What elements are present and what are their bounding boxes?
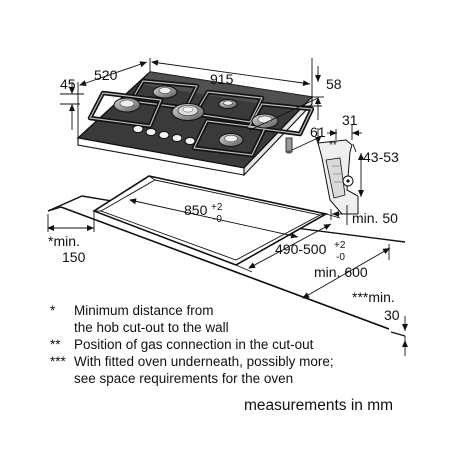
dim-cutout-depth-tol-minus: -0	[336, 252, 345, 263]
footnote-1-mark: *	[50, 303, 56, 318]
footnote-1-line-1: Minimum distance from	[74, 303, 214, 318]
footnote-2: ** Position of gas connection in the cut…	[30, 336, 430, 353]
hob-right-edge	[243, 95, 313, 177]
dim-connection-mark: **	[329, 140, 337, 151]
footnote-2-mark: **	[50, 337, 61, 352]
footnote-3-line-2: see space requirements for the oven	[74, 371, 294, 386]
gas-connector	[285, 137, 293, 154]
units-caption: measurements in mm	[244, 397, 394, 414]
footnote-1: * Minimum distance from the hob cut-out …	[30, 302, 430, 336]
control-knobs	[132, 125, 196, 145]
dim-cutout-width: 850	[184, 202, 208, 218]
dim-width: 915	[210, 71, 234, 87]
burner-center-wok-icon	[171, 102, 205, 122]
hob	[76, 71, 315, 177]
dim-min-rear: min. 50	[352, 210, 398, 226]
dim-worktop-range: 43-53	[363, 149, 399, 165]
footnote-3-mark: ***	[50, 354, 66, 369]
burner-front-right-icon	[218, 133, 244, 147]
dim-cutout-width-tol-minus: -0	[213, 214, 222, 225]
hob-dimension-lines	[60, 58, 324, 151]
dim-side-min-value: 150	[62, 249, 86, 265]
gas-connection-marker-icon	[342, 175, 354, 187]
dim-oven-min-value: 30	[384, 307, 400, 323]
burner-back-left-icon	[152, 85, 178, 99]
dim-oven-min-label: ***min.	[352, 289, 395, 305]
dim-cutout-depth: 490-500	[275, 241, 327, 257]
knob-1-icon	[132, 125, 144, 133]
burner-back-center-icon	[218, 99, 238, 109]
dim-min-depth: min. 600	[314, 264, 368, 280]
knob-3-icon	[158, 131, 170, 139]
knob-5-icon	[184, 137, 196, 145]
dim-height-right: 58	[326, 76, 342, 92]
burner-right-icon	[251, 113, 279, 129]
dim-gas-offset: 61	[310, 124, 326, 140]
dim-cutout-width-tol-plus: +2	[211, 202, 223, 213]
footnote-2-line-1: Position of gas connection in the cut-ou…	[74, 337, 314, 352]
dim-cutout-depth-tol-plus: +2	[334, 240, 346, 251]
dim-connection-height: 31	[342, 112, 358, 128]
dim-side-min-label: *min.	[48, 233, 80, 249]
footnote-1-line-2: the hob cut-out to the wall	[74, 320, 229, 335]
footnotes: * Minimum distance from the hob cut-out …	[30, 302, 430, 387]
dim-depth: 520	[94, 67, 118, 83]
footnote-3-line-1: With fitted oven underneath, possibly mo…	[74, 354, 334, 369]
knob-2-icon	[145, 128, 157, 136]
worktop-cross-section	[317, 124, 364, 215]
footnote-3: *** With fitted oven underneath, possibl…	[30, 353, 430, 387]
knob-4-icon	[171, 134, 183, 142]
cutout-dimension-lines	[47, 198, 408, 356]
dim-height-left: 45	[60, 76, 76, 92]
burner-left-icon	[113, 97, 141, 113]
